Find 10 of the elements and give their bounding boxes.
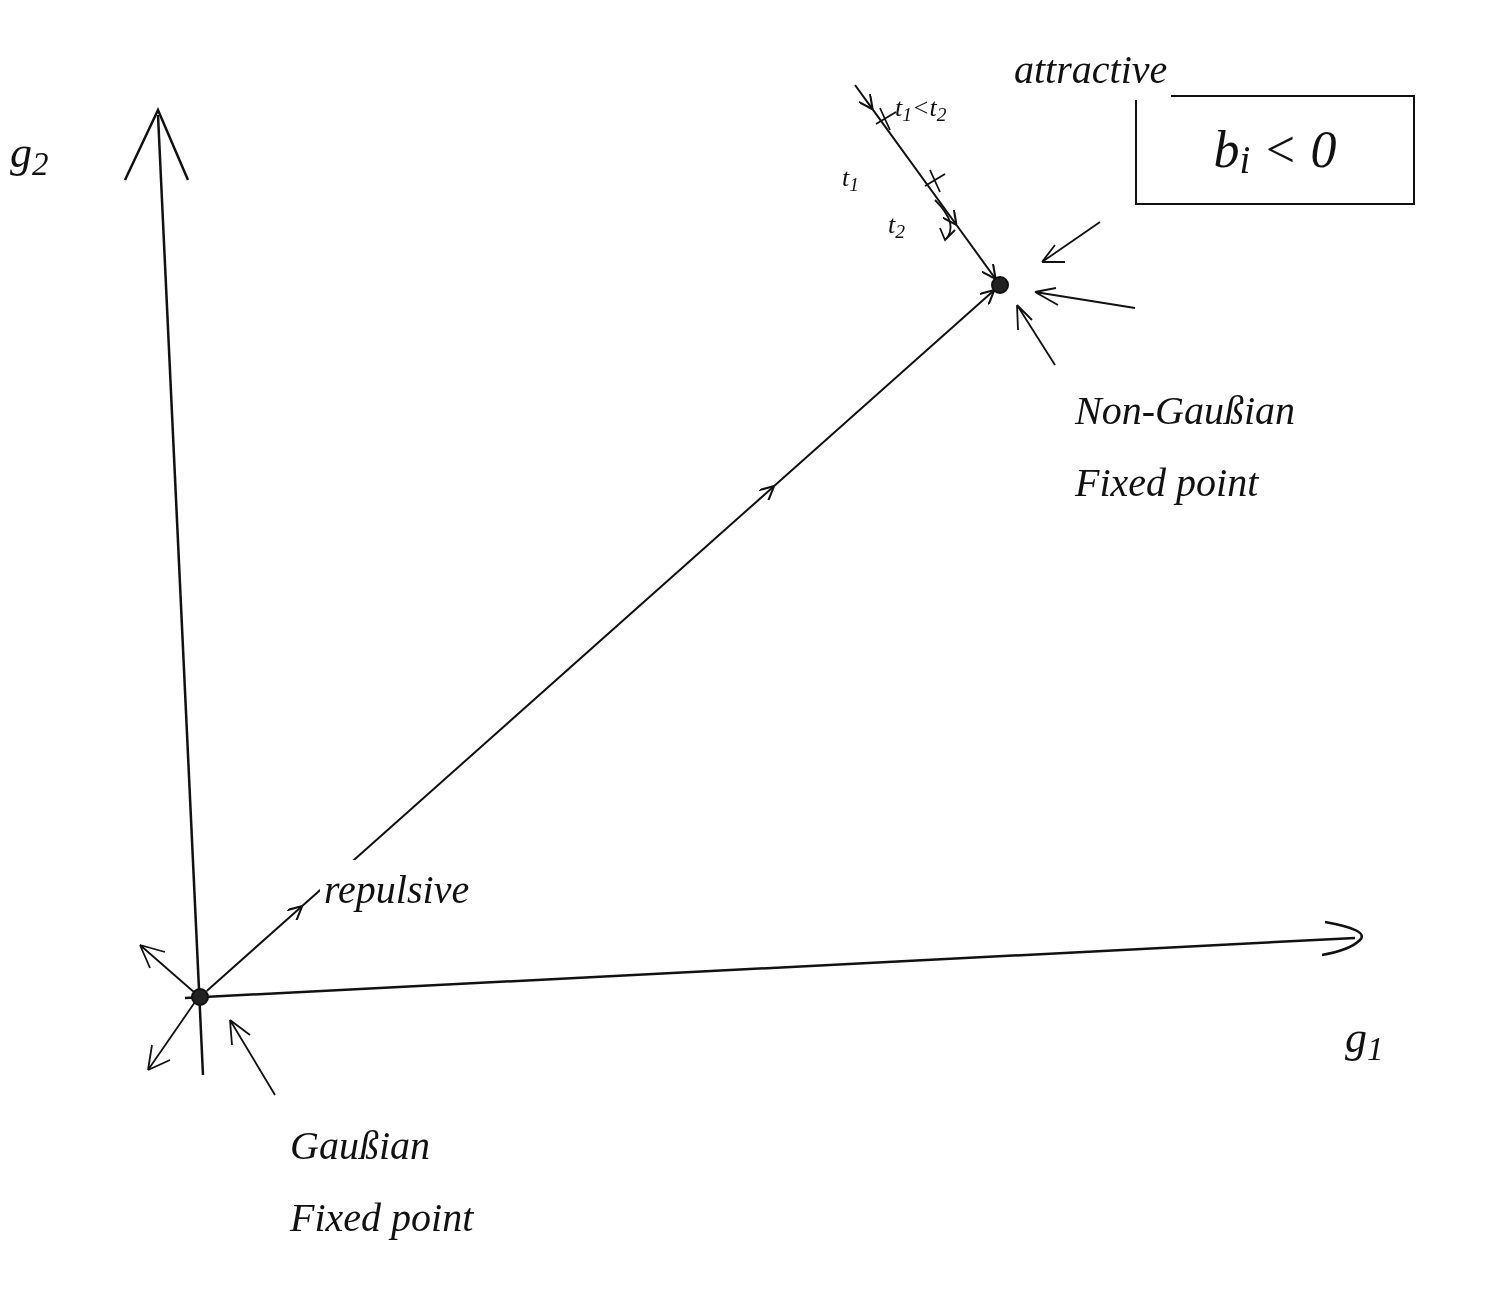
time-label: t$_{1}$<t$_{2}$ [895, 92, 947, 127]
fixed-point-label: Gaußian Fixed point [290, 1122, 475, 1242]
condition-box: b$_{i}$ < 0 [1135, 95, 1415, 205]
arrow [205, 290, 995, 992]
arrow [854, 84, 997, 279]
time-label: t$_{1}$ [842, 162, 859, 197]
axis-label: g$_{2}$ [10, 127, 49, 185]
time-label: t$_{2}$ [888, 209, 905, 244]
axis-label: g$_{1}$ [1345, 1012, 1384, 1070]
fixed-point-label: Non-Gaußian Fixed point [1075, 387, 1296, 507]
